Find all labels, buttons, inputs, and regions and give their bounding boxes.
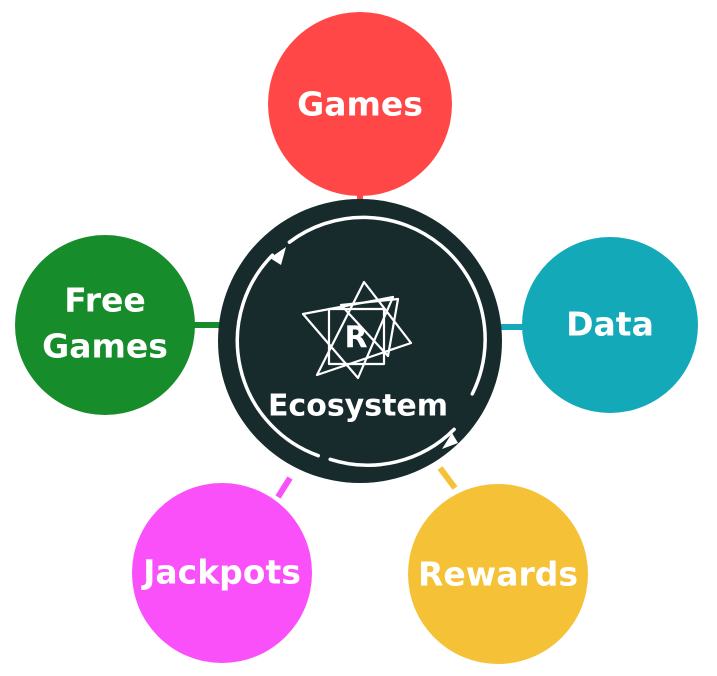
node-data-label: Data bbox=[566, 305, 654, 344]
hub-cycle-arrows bbox=[270, 247, 458, 449]
node-data[interactable]: Data bbox=[522, 237, 698, 413]
arrow-up-icon bbox=[270, 247, 286, 265]
node-rewards[interactable]: Rewards bbox=[408, 484, 588, 664]
connector-rewards bbox=[437, 466, 458, 490]
node-games[interactable]: Games bbox=[268, 12, 452, 196]
node-games-label: Games bbox=[297, 85, 423, 124]
hub-label: Ecosystem bbox=[268, 389, 448, 424]
node-data-circle bbox=[522, 237, 698, 413]
logo-square bbox=[327, 307, 386, 366]
node-free-games[interactable]: Free Games bbox=[15, 235, 195, 415]
node-jackpots-circle bbox=[132, 483, 312, 663]
node-rewards-label: Rewards bbox=[418, 555, 578, 594]
hub[interactable]: R Ecosystem bbox=[218, 199, 502, 483]
node-jackpots-label: Jackpots bbox=[141, 553, 301, 592]
hub-circle bbox=[218, 199, 502, 483]
ring-arc-top bbox=[287, 215, 487, 396]
node-free-games-circle bbox=[15, 235, 195, 415]
hub-cycle-ring bbox=[235, 215, 487, 467]
logo-triangle-3 bbox=[339, 297, 400, 358]
logo-letter: R bbox=[344, 321, 367, 356]
node-free-games-label-line-2: Games bbox=[42, 327, 168, 366]
node-jackpots[interactable]: Jackpots bbox=[132, 483, 312, 663]
star-logo-icon bbox=[301, 280, 413, 380]
node-free-games-label-line-1: Free bbox=[64, 281, 145, 320]
node-rewards-circle bbox=[408, 484, 588, 664]
ring-arc-left bbox=[235, 253, 321, 458]
ring-arc-bottom bbox=[328, 427, 456, 467]
node-games-circle bbox=[268, 12, 452, 196]
arrow-down-icon bbox=[442, 433, 458, 449]
logo-triangle-2 bbox=[315, 280, 413, 377]
connector-jackpots bbox=[275, 476, 293, 499]
